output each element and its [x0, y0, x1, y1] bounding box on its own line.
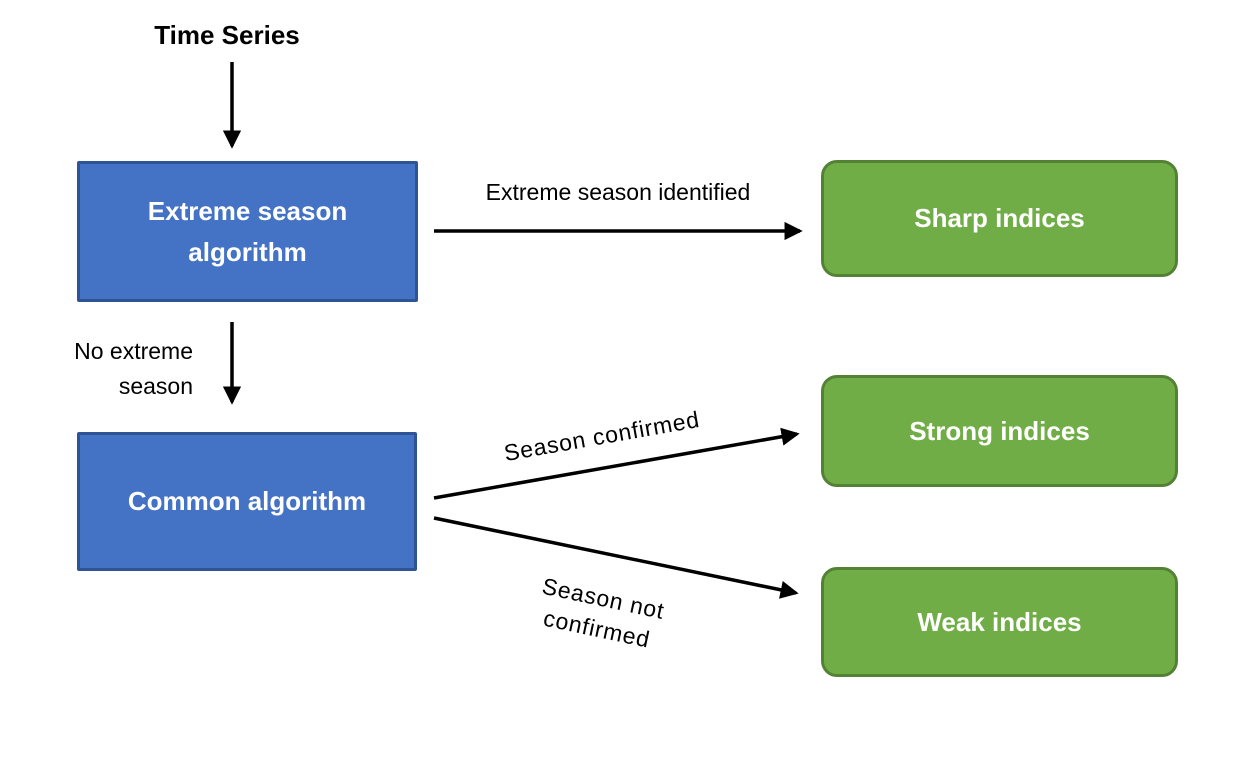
node-common-algorithm-label: Common algorithm	[127, 486, 367, 517]
node-sharp-indices-label: Sharp indices	[914, 203, 1085, 234]
node-strong-indices: Strong indices	[821, 375, 1178, 487]
edge-label-season-confirmed: Season confirmed	[501, 406, 702, 467]
node-weak-indices-label: Weak indices	[917, 606, 1082, 637]
edge-label-extreme-season-identified: Extreme season identified	[485, 179, 751, 205]
node-weak-indices: Weak indices	[821, 567, 1178, 677]
time-series-label: Time Series	[154, 20, 300, 50]
node-extreme-season-algorithm-label: Extreme season algorithm	[147, 196, 348, 267]
edge-label-season-not-confirmed: Season not confirmed	[539, 572, 667, 653]
arrow-common-to-weak	[433, 516, 799, 599]
node-strong-indices-label: Strong indices	[909, 415, 1090, 446]
node-common-algorithm: Common algorithm	[77, 432, 417, 571]
node-sharp-indices: Sharp indices	[821, 160, 1178, 277]
edge-label-no-extreme-season: No extreme season	[74, 338, 193, 399]
node-extreme-season-algorithm: Extreme season algorithm	[77, 161, 418, 302]
